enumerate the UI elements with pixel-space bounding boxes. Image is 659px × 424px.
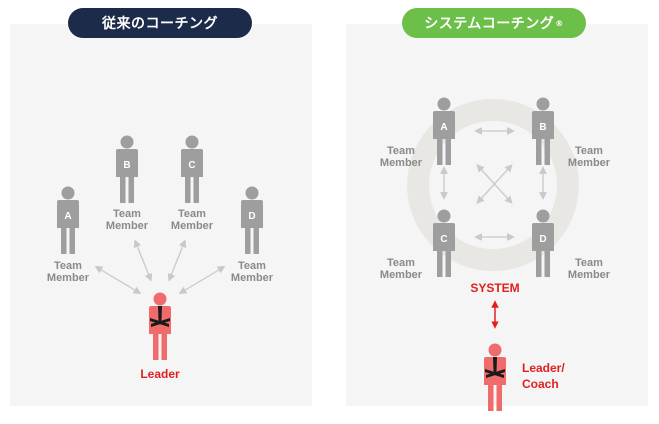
leader-label: Leader: [140, 367, 180, 381]
system-member-label-c-l2: Member: [380, 269, 423, 281]
left-leader: [149, 292, 171, 360]
member-letter-b: B: [123, 160, 130, 171]
system-member-letter-b: B: [539, 122, 546, 133]
system-ring: [407, 99, 579, 271]
member-letter-a: A: [64, 211, 71, 222]
system-member-label-d-l1: Team: [575, 257, 603, 269]
system-member-label-c-l1: Team: [387, 257, 415, 269]
arrow-leader-b: [133, 239, 153, 282]
left-title: 従来のコーチング: [102, 16, 218, 32]
member-label-c-l1: Team: [178, 208, 206, 220]
arrow-leader-a: [94, 265, 142, 295]
member-label-a-l1: Team: [54, 260, 82, 272]
coach-label-l1: Leader/: [522, 361, 565, 375]
left-arrows: [94, 239, 226, 295]
system-member-letter-c: C: [440, 234, 447, 245]
leader-figure: [149, 292, 171, 360]
coach-figure: [484, 343, 506, 411]
registered-mark: ®: [555, 18, 564, 28]
system-member-letter-d: D: [539, 234, 546, 245]
system-member-letter-a: A: [440, 122, 447, 133]
system-member-label-a-l1: Team: [387, 145, 415, 157]
right-title-pill: システムコーチング®: [402, 8, 586, 38]
member-label-d-l2: Member: [231, 272, 274, 284]
system-member-label-b-l1: Team: [575, 145, 603, 157]
system-label: SYSTEM: [470, 281, 519, 295]
arrow-b-c: [476, 164, 513, 204]
right-title: システムコーチング: [424, 16, 555, 32]
system-member-label-d-l2: Member: [568, 269, 611, 281]
system-member-label-a-l2: Member: [380, 157, 423, 169]
right-leader: [484, 343, 506, 411]
member-letter-d: D: [248, 211, 255, 222]
member-label-b-l2: Member: [106, 220, 149, 232]
member-label-a-l2: Member: [47, 272, 90, 284]
left-members: [57, 135, 263, 254]
member-label-b-l1: Team: [113, 208, 141, 220]
member-letter-c: C: [188, 160, 195, 171]
arrow-leader-c: [167, 239, 187, 282]
member-label-d-l1: Team: [238, 260, 266, 272]
coach-label-l2: Coach: [522, 377, 559, 391]
arrow-leader-d: [178, 265, 226, 295]
member-label-c-l2: Member: [171, 220, 214, 232]
right-arrows: [440, 127, 547, 241]
left-title-pill: 従来のコーチング: [68, 8, 252, 38]
right-panel: [346, 24, 648, 406]
system-member-label-b-l2: Member: [568, 157, 611, 169]
